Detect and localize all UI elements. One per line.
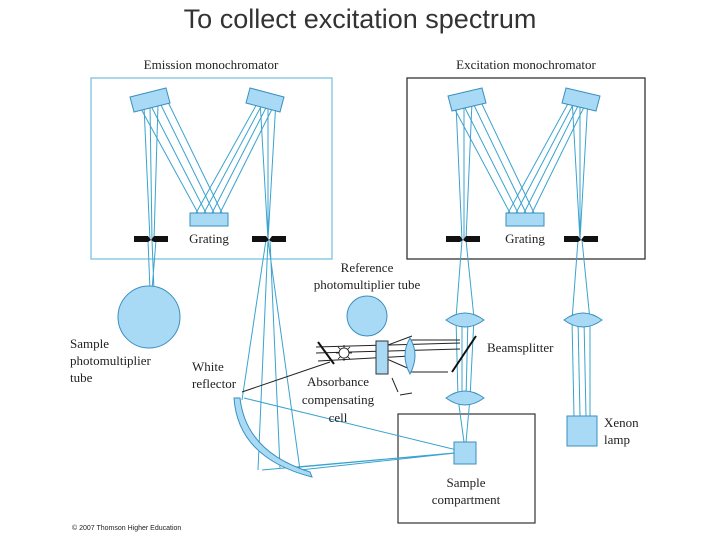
label-sample-pmt-2: photomultiplier bbox=[70, 353, 152, 368]
slit-excitation-entrance bbox=[564, 236, 598, 242]
label-sample-pmt-3: tube bbox=[70, 370, 93, 385]
xenon-lamp bbox=[566, 415, 598, 447]
slit-excitation-exit bbox=[446, 236, 480, 242]
beamsplitter-mirror bbox=[451, 335, 477, 373]
label-absorbance-2: compensating bbox=[302, 392, 375, 407]
label-excitation-monochromator: Excitation monochromator bbox=[456, 57, 596, 72]
sample-photomultiplier-tube bbox=[117, 285, 181, 349]
excitation-mirror-right bbox=[561, 87, 601, 112]
emission-beam-paths bbox=[139, 99, 466, 471]
label-sample-compartment-1: Sample bbox=[447, 475, 486, 490]
excitation-beam-paths bbox=[451, 97, 591, 443]
sample-cuvette bbox=[453, 441, 477, 465]
label-sample-pmt-1: Sample bbox=[70, 336, 109, 351]
copyright-notice: © 2007 Thomson Higher Education bbox=[72, 524, 181, 532]
label-white-reflector-1: White bbox=[192, 359, 224, 374]
lens-excitation-upper bbox=[445, 312, 485, 328]
white-reflector bbox=[233, 397, 313, 478]
excitation-mirror-left bbox=[447, 87, 487, 112]
reference-reflector-symbol bbox=[317, 341, 352, 365]
label-sample-compartment-2: compartment bbox=[432, 492, 501, 507]
reference-photomultiplier-tube bbox=[346, 295, 388, 337]
emission-monochromator-box bbox=[90, 77, 333, 260]
slit-emission-exit bbox=[252, 236, 286, 242]
slit-emission-entrance bbox=[134, 236, 168, 242]
label-emission-monochromator: Emission monochromator bbox=[144, 57, 279, 72]
absorbance-compensating-cell bbox=[375, 340, 389, 375]
sample-compartment-box bbox=[397, 413, 536, 524]
label-grating-excitation: Grating bbox=[505, 231, 545, 246]
emission-grating bbox=[189, 212, 229, 227]
label-xenon-lamp-2: lamp bbox=[604, 432, 630, 447]
label-xenon-lamp-1: Xenon bbox=[604, 415, 639, 430]
label-beamsplitter: Beamsplitter bbox=[487, 340, 554, 355]
label-reference-pmt-1: Reference bbox=[341, 260, 394, 275]
excitation-monochromator-box bbox=[406, 77, 646, 260]
label-grating-emission: Grating bbox=[189, 231, 229, 246]
page-title: To collect excitation spectrum bbox=[183, 4, 537, 34]
label-absorbance-1: Absorbance bbox=[307, 374, 369, 389]
excitation-grating bbox=[505, 212, 545, 227]
emission-mirror-right bbox=[245, 87, 285, 113]
label-white-reflector-2: reflector bbox=[192, 376, 237, 391]
label-reference-pmt-2: photomultiplier tube bbox=[314, 277, 421, 292]
lens-reference bbox=[404, 337, 416, 376]
emission-mirror-left bbox=[129, 87, 171, 113]
lens-excitation-lower bbox=[445, 390, 485, 406]
label-absorbance-3: cell bbox=[329, 410, 348, 425]
lens-lamp bbox=[563, 312, 603, 328]
